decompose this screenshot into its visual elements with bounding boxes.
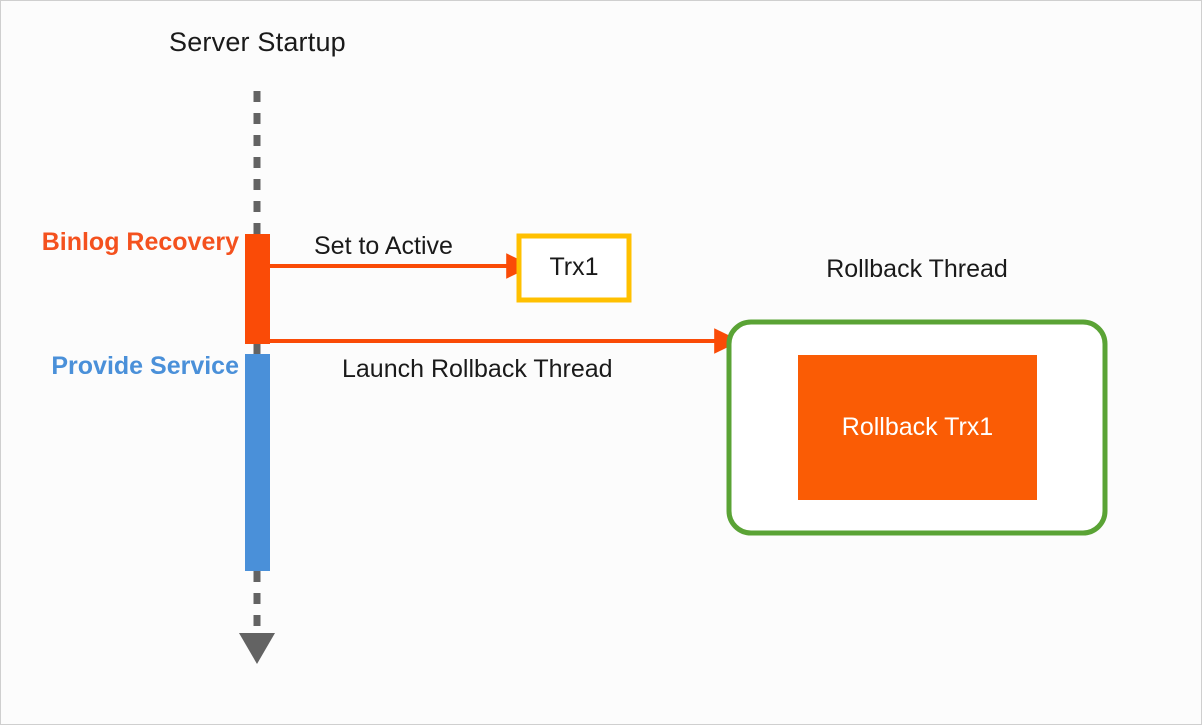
node-label-trx1: Trx1 bbox=[549, 253, 599, 281]
node-label-rollback-thread: Rollback Thread bbox=[826, 255, 1008, 283]
phase-label-binlog-recovery: Binlog Recovery bbox=[41, 228, 239, 256]
lifeline-arrowhead-icon bbox=[239, 633, 275, 664]
page-title: Server Startup bbox=[169, 27, 346, 57]
node-label-rollback-trx1: Rollback Trx1 bbox=[841, 413, 994, 441]
phase-label-provide-service: Provide Service bbox=[51, 352, 239, 380]
arrow-label-launch-rollback-thread: Launch Rollback Thread bbox=[342, 355, 613, 383]
node-box-rollback-trx1[interactable] bbox=[798, 355, 1037, 500]
node-box-trx1[interactable] bbox=[516, 233, 632, 303]
arrow-label-set-to-active: Set to Active bbox=[314, 232, 453, 260]
phase-bar-provide-service bbox=[245, 354, 270, 571]
phase-bar-binlog-recovery bbox=[245, 234, 270, 344]
